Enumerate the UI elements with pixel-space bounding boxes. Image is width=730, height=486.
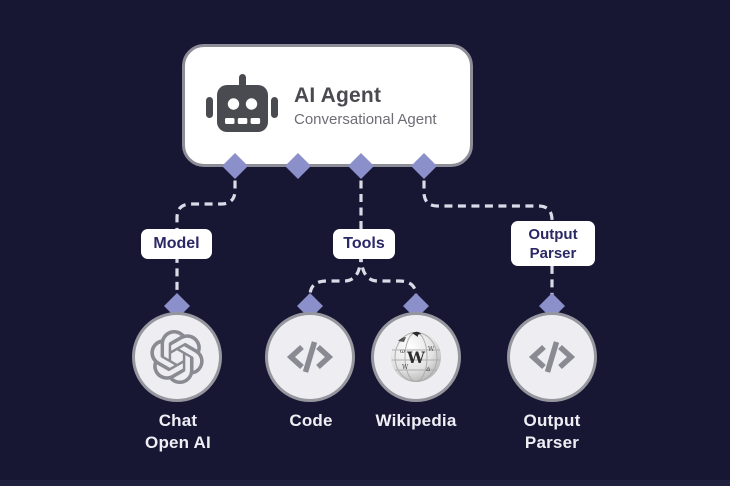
svg-text:W: W [402,364,409,371]
svg-text:W: W [428,346,435,353]
robot-icon-svg [206,73,278,132]
node-label-line2: Open AI [145,433,211,452]
branch-label-output-parser-line1: Output [528,226,578,243]
node-label-line1: Code [289,411,333,430]
node-label-line1: Output [523,411,581,430]
wikipedia-logo-icon: W ω W W వ [391,331,441,382]
svg-text:వ: వ [426,366,431,373]
branch-label-model: Model [141,229,212,259]
agent-card-title: AI Agent [294,83,382,107]
node-label-wikipedia: Wikipedia [341,410,491,432]
node-circle-chat-openai [132,312,222,402]
bottom-edge-strip [0,480,730,486]
code-icon [286,341,334,373]
branch-label-tools-text: Tools [343,235,385,252]
ai-agent-card: AI Agent Conversational Agent [182,44,473,167]
branch-label-output-parser-line2: Parser [529,245,577,262]
node-label-line2: Parser [524,433,580,452]
agent-card-subtitle: Conversational Agent [294,110,437,128]
tools-branch-wikipedia-line [359,253,418,304]
node-circle-output-parser [507,312,597,402]
branch-label-tools: Tools [333,229,395,259]
node-circle-code [265,312,355,402]
code-icon [528,341,576,373]
openai-logo-icon [150,330,204,384]
svg-text:W: W [406,348,426,367]
svg-text:ω: ω [400,348,405,355]
node-label-line1: Wikipedia [375,411,457,430]
node-label-code: Code [236,410,386,432]
branch-label-model-text: Model [153,235,200,252]
node-circle-wikipedia: W ω W W వ [371,312,461,402]
robot-icon [205,73,279,138]
node-label-output-parser: Output Parser [477,410,627,454]
node-label-line1: Chat [158,411,198,430]
node-label-chat-openai: Chat Open AI [103,410,253,454]
branch-label-output-parser: Output Parser [511,221,595,266]
tools-branch-code-line [308,253,363,304]
